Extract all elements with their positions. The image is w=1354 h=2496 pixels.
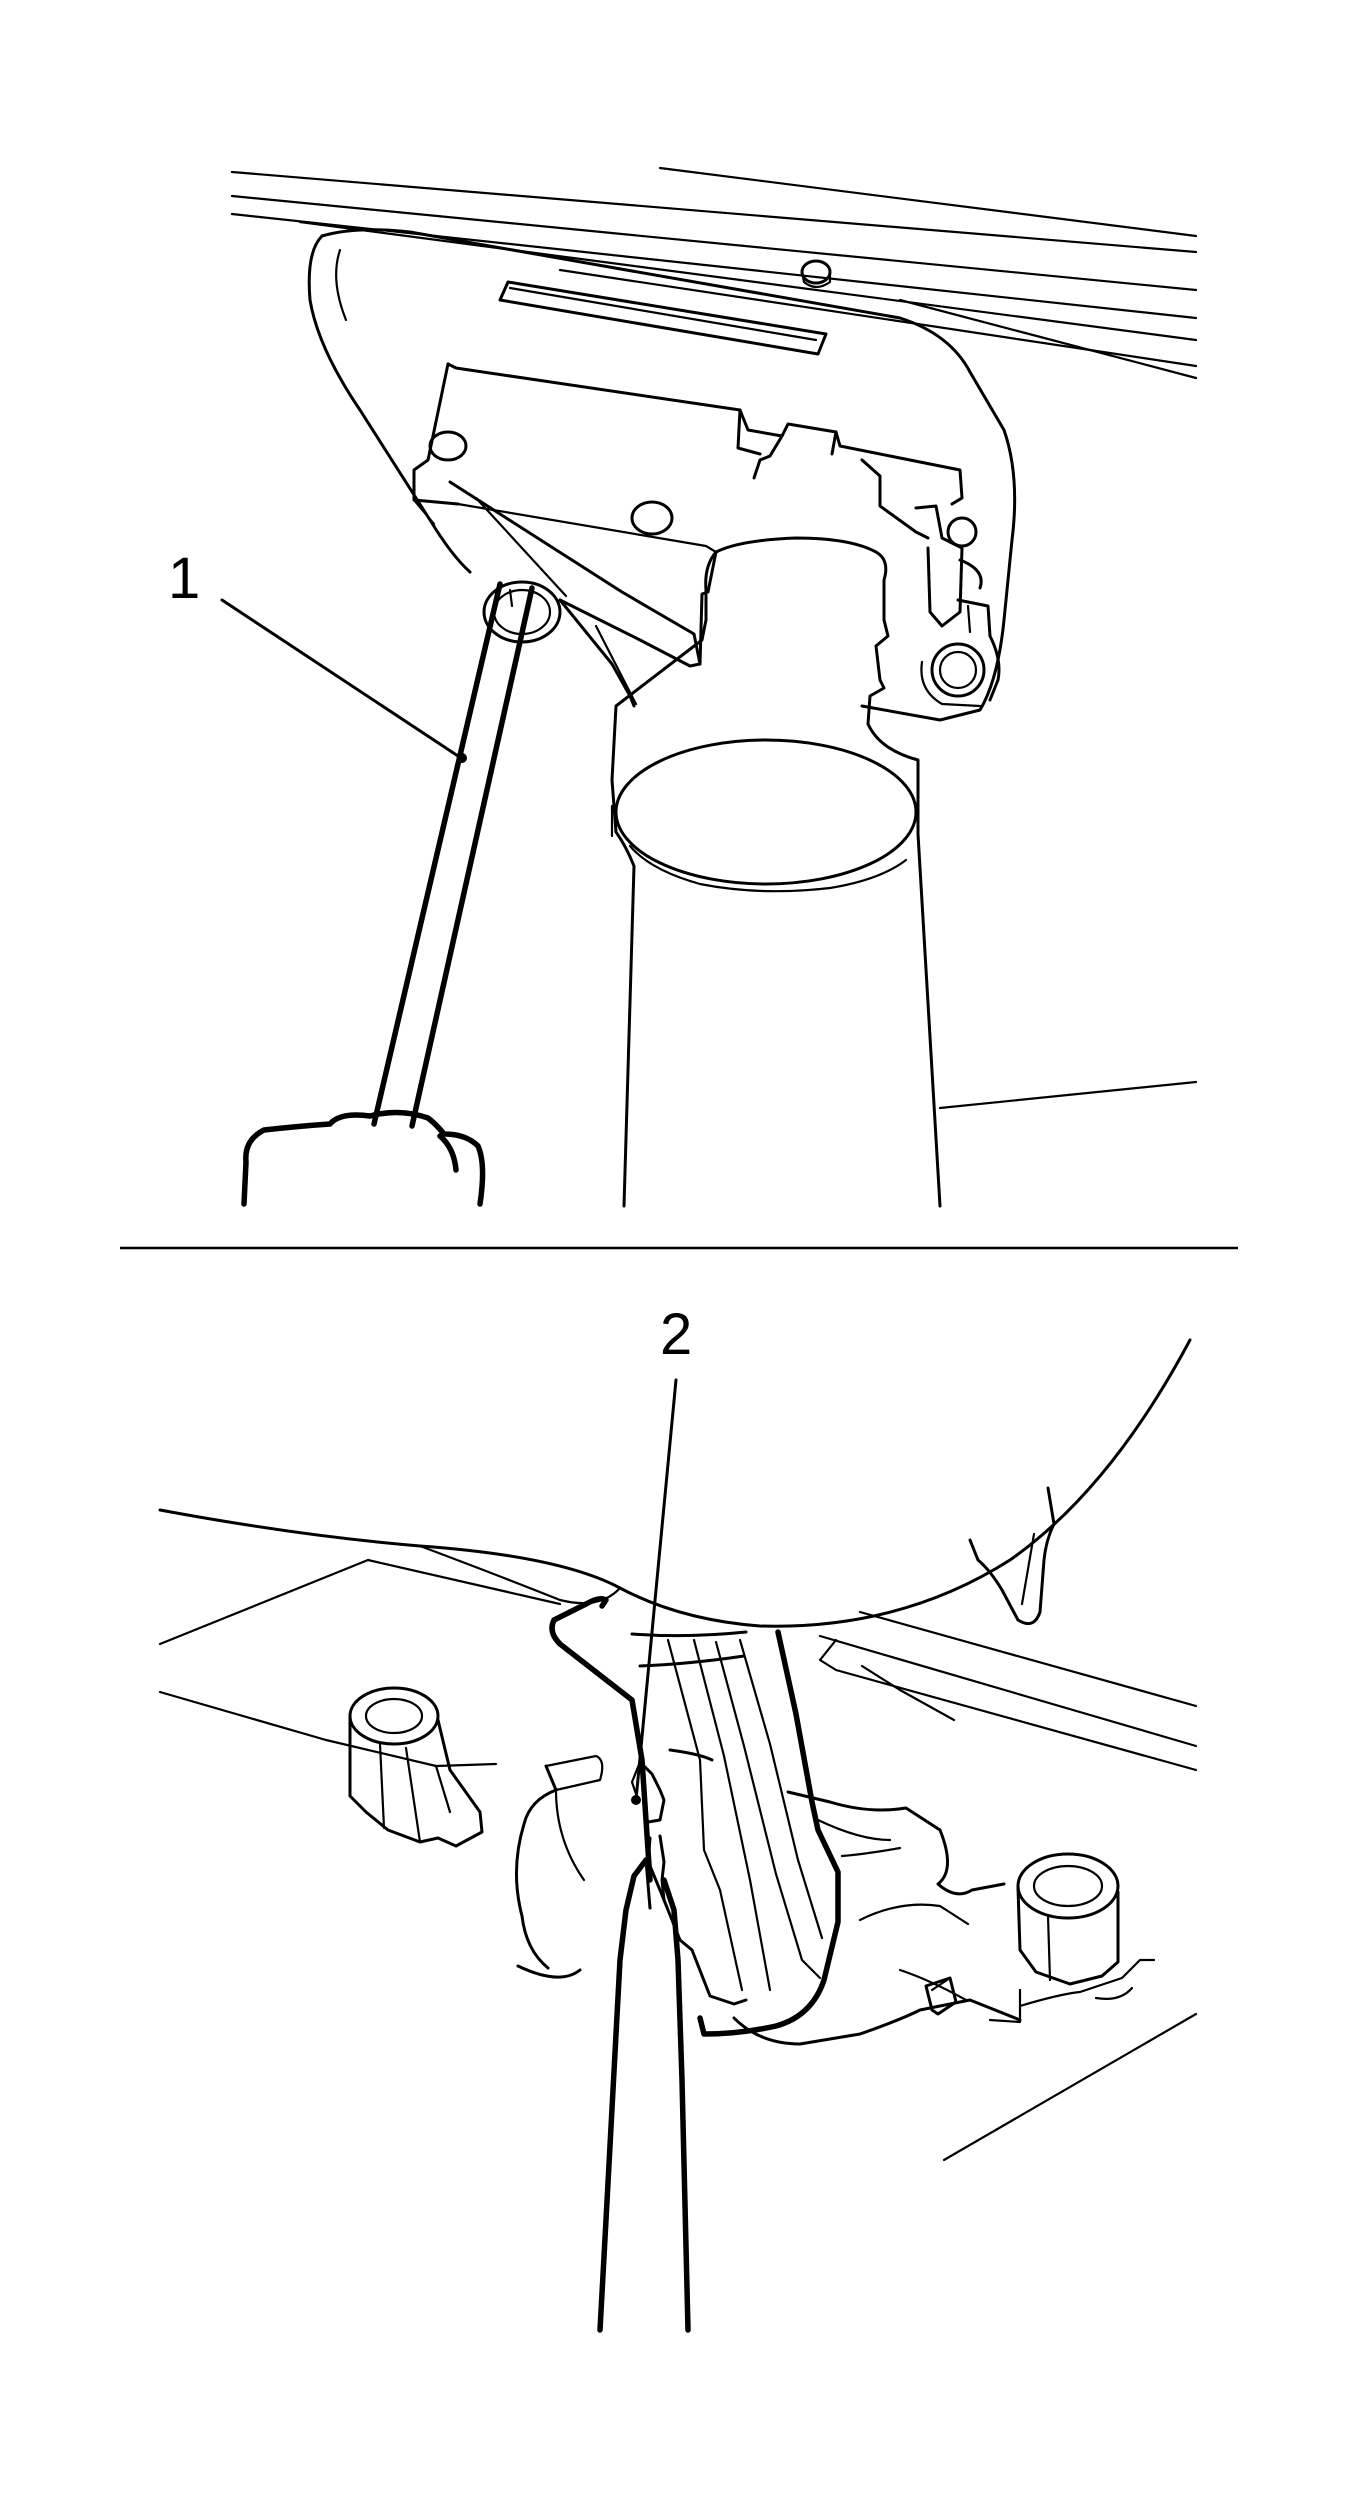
dash-structure-lines — [230, 166, 1198, 380]
right-post — [1016, 1852, 1120, 1986]
bracket-hole-left — [428, 430, 468, 462]
slot — [498, 280, 828, 356]
retaining-clip — [638, 1760, 666, 1824]
bottom-panel: 2 — [158, 1302, 1198, 2333]
callout-2: 2 — [631, 1302, 692, 1805]
housing-tab — [968, 1486, 1056, 1626]
callout-label-2: 2 — [660, 1302, 692, 1367]
base-plate — [515, 1764, 558, 1970]
callout-label-1: 1 — [168, 546, 200, 611]
column-stub — [549, 1595, 841, 2037]
screwdriver-tool-2 — [597, 1834, 691, 2333]
plate-tab — [924, 1976, 958, 2016]
steering-column — [610, 536, 1198, 1208]
top-panel: 1 — [168, 166, 1198, 1208]
bracket-hole-right — [946, 516, 978, 548]
bracket-hole-center — [630, 500, 674, 536]
right-clip — [914, 504, 964, 628]
top-bolt — [800, 259, 832, 285]
left-post — [348, 1686, 484, 1848]
column-collar — [614, 738, 918, 886]
callout-1: 1 — [168, 546, 467, 763]
right-bolt-hole — [930, 642, 986, 698]
screwdriver-tool-1 — [241, 581, 535, 1207]
leader-line-2 — [634, 1378, 678, 1802]
leader-line-1 — [220, 598, 460, 758]
